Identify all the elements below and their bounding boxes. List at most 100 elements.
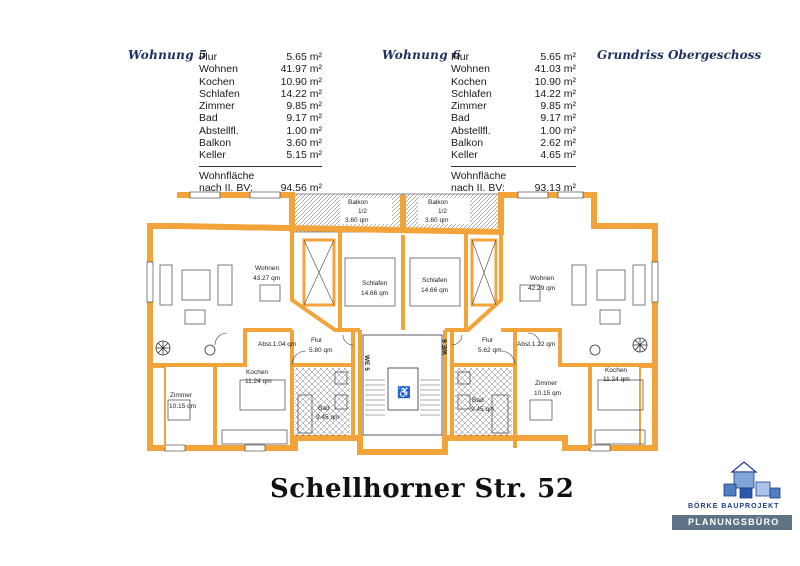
row-label: Flur [199, 51, 218, 63]
bad-left-label: Bad [318, 405, 330, 412]
row-value: 1.00 m² [286, 124, 322, 137]
summary-label: nach II. BV: [199, 181, 253, 194]
closets [150, 238, 655, 448]
footer-bar [672, 515, 792, 530]
area-row: Zimmer 9.85 m² [451, 100, 576, 112]
stairwell: ♿ [362, 334, 443, 436]
row-label: Schlafen [451, 87, 492, 100]
kochen-right-area: 11.24 qm [603, 376, 630, 383]
room-labels: Balkon 1/2 3.60 qm Balkon 1/2 3.60 qm Wo… [169, 199, 630, 421]
balkon-left-ratio: 1/2 [358, 208, 367, 215]
area-row: Kochen 10.90 m² [199, 76, 322, 88]
company-department: PLANUNGSBÜRO [688, 517, 780, 527]
row-value: 14.22 m² [534, 87, 576, 100]
row-value: 5.65 m² [540, 51, 576, 63]
abst-left-label: Abst.1.04 qm [258, 341, 296, 348]
bathroom-left-tiles [295, 368, 350, 436]
we5-label: WE 5 [363, 355, 370, 371]
row-label: Zimmer [199, 100, 235, 113]
summary-row: nach II. BV: 93.13 m² [451, 182, 576, 194]
door-swings [214, 332, 541, 366]
area-row: Keller 4.65 m² [451, 149, 576, 161]
row-value: 41.97 m² [280, 63, 322, 76]
company-logo [723, 461, 781, 499]
wheelchair-icon: ♿ [397, 386, 411, 399]
area-row: Balkon 2.62 m² [451, 137, 576, 149]
schlafen-right-area: 14.66 qm [421, 287, 448, 294]
area-row: Schlafen 14.22 m² [199, 88, 322, 100]
abst-right-label: Abst.1.22 qm [517, 341, 555, 348]
bad-right-area: 9.45 qm [471, 406, 495, 413]
plan-title: Grundriss Obergeschoss [597, 48, 762, 62]
row-label: Zimmer [451, 100, 487, 113]
row-value: 5.15 m² [286, 149, 322, 162]
summary-label: nach II. BV: [451, 181, 505, 194]
unit5-area-table: Flur 5.65 m² Wohnen 41.97 m² Kochen 10.90 m… [199, 51, 322, 194]
row-label: Balkon [451, 137, 484, 150]
row-label: Kochen [199, 75, 235, 88]
row-value: 14.22 m² [280, 87, 322, 100]
row-value: 9.85 m² [540, 100, 576, 113]
balcony-right-label-bg [418, 198, 470, 224]
table-divider [451, 165, 576, 167]
summary-label: Wohnfläche [451, 169, 507, 182]
row-value: 3.60 m² [286, 137, 322, 150]
address-title: Schellhorner Str. 52 [270, 474, 575, 504]
flur-right-area: 5.62 qm [478, 347, 502, 354]
area-row: Schlafen 14.22 m² [451, 88, 576, 100]
balkon-left-label: Balkon [348, 199, 368, 206]
furniture-right [409, 257, 646, 445]
summary-value: 94.56 m² [280, 181, 322, 194]
bathroom-right-tiles [455, 368, 512, 436]
row-value: 4.65 m² [540, 149, 576, 162]
zimmer-right-label: Zimmer [535, 380, 558, 387]
row-value: 10.90 m² [534, 75, 576, 88]
company-name: BÖRKE BAUPROJEKT [688, 503, 780, 510]
summary-row: nach II. BV: 94.56 m² [199, 182, 322, 194]
unit5-heading: Wohnung 5 [128, 48, 208, 62]
flur-right-label: Flur [482, 337, 494, 344]
unit6-heading: Wohnung 6 [382, 48, 462, 62]
bathroom-fixtures [297, 371, 509, 434]
row-value: 10.90 m² [280, 75, 322, 88]
kochen-left-label: Kochen [246, 369, 268, 376]
schlafen-right-label: Schlafen [422, 277, 448, 284]
elevator [387, 367, 419, 411]
summary-value: 93.13 m² [534, 181, 576, 194]
balkon-left-area: 3.60 qm [345, 217, 369, 224]
row-label: Keller [199, 149, 226, 162]
row-label: Wohnen [199, 63, 238, 76]
row-label: Schlafen [199, 87, 240, 100]
summary-label: Wohnfläche [199, 169, 255, 182]
row-label: Balkon [199, 137, 232, 150]
area-row: Balkon 3.60 m² [199, 137, 322, 149]
row-value: 9.85 m² [286, 100, 322, 113]
balkon-right-label: Balkon [428, 199, 448, 206]
interior-walls [152, 232, 653, 448]
row-label: Abstellfl. [451, 124, 491, 137]
schlafen-left-area: 14.66 qm [361, 290, 388, 297]
bad-left-area: 9.45 qm [316, 414, 340, 421]
row-value: 9.17 m² [286, 112, 322, 125]
row-label: Wohnen [451, 63, 490, 76]
zimmer-right-area: 10.15 qm [534, 390, 561, 397]
balcony-left-label-bg [340, 198, 392, 224]
table-divider [199, 165, 322, 167]
we6-label: WE 6 [442, 339, 449, 355]
schlafen-left-label: Schlafen [362, 280, 388, 287]
row-label: Bad [451, 112, 470, 125]
area-row: Flur 5.65 m² [199, 51, 322, 63]
row-value: 2.62 m² [540, 137, 576, 150]
row-value: 5.65 m² [286, 51, 322, 63]
balkon-right-ratio: 1/2 [438, 208, 447, 215]
bad-right-label: Bad [472, 397, 484, 404]
balkon-right-area: 3.60 qm [425, 217, 449, 224]
area-row: Zimmer 9.85 m² [199, 100, 322, 112]
zimmer-left-area: 10.15 qm [169, 403, 196, 410]
row-label: Keller [451, 149, 478, 162]
